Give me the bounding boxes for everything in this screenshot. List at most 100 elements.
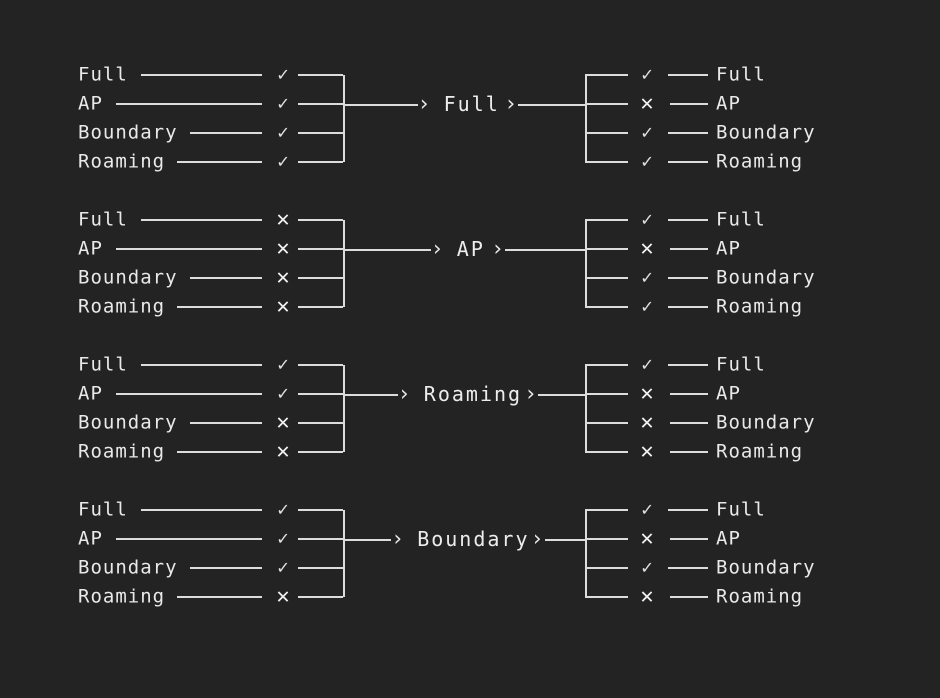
right-bracket-stub bbox=[585, 537, 628, 540]
input-label: AP bbox=[78, 92, 103, 114]
output-label: AP bbox=[716, 237, 741, 259]
output-row: ✕Roaming bbox=[636, 582, 940, 611]
left-bracket-stub bbox=[298, 305, 343, 308]
cross-icon: ✕ bbox=[640, 90, 654, 116]
right-bracket-spine bbox=[585, 219, 587, 307]
right-bracket-stub bbox=[585, 421, 628, 424]
check-icon: ✓ bbox=[277, 556, 289, 578]
left-bracket-stub bbox=[298, 595, 343, 598]
output-label: Roaming bbox=[716, 440, 804, 462]
left-bracket-stub bbox=[298, 566, 343, 569]
left-bracket-stub bbox=[298, 160, 343, 163]
transition-group: Full✓AP✓Boundary✓Roaming✕›Boundary›✓Full… bbox=[0, 495, 940, 625]
input-connector-line bbox=[177, 305, 262, 308]
check-icon: ✓ bbox=[641, 353, 653, 375]
output-connector-line bbox=[670, 102, 708, 105]
cross-icon: ✕ bbox=[276, 409, 290, 435]
transition-group: Full✕AP✕Boundary✕Roaming✕›AP›✓Full✕AP✓Bo… bbox=[0, 205, 940, 335]
input-label: Boundary bbox=[78, 411, 178, 433]
cross-icon: ✕ bbox=[276, 264, 290, 290]
output-connector-line bbox=[670, 421, 708, 424]
arrow-tail-icon: › bbox=[504, 91, 518, 115]
output-row: ✕ AP bbox=[636, 234, 940, 263]
left-bracket-spine bbox=[343, 509, 345, 597]
output-row: ✓Roaming bbox=[636, 147, 940, 176]
input-label: AP bbox=[78, 527, 103, 549]
input-row: Roaming✕ bbox=[78, 292, 348, 321]
right-bracket-stub bbox=[585, 102, 628, 105]
right-bracket-stub bbox=[585, 218, 628, 221]
cross-icon: ✕ bbox=[640, 380, 654, 406]
input-connector-line bbox=[189, 276, 262, 279]
transition-group: Full✓AP✓Boundary✕Roaming✕›Roaming›✓Full✕… bbox=[0, 350, 940, 480]
input-row: Boundary ✕ bbox=[78, 408, 348, 437]
cross-icon: ✕ bbox=[276, 235, 290, 261]
transition-arrow-line bbox=[343, 393, 398, 396]
output-label: Full bbox=[716, 353, 766, 375]
right-bracket-stub bbox=[585, 73, 628, 76]
left-bracket-spine bbox=[343, 74, 345, 162]
input-connector-line bbox=[140, 73, 262, 76]
output-label: Boundary bbox=[716, 121, 816, 143]
input-connector-line bbox=[189, 566, 262, 569]
right-bracket-stub bbox=[585, 392, 628, 395]
input-connector-line bbox=[116, 537, 262, 540]
output-label: Full bbox=[716, 63, 766, 85]
check-icon: ✓ bbox=[277, 382, 289, 404]
check-icon: ✓ bbox=[641, 295, 653, 317]
output-connector-line bbox=[668, 160, 708, 163]
arrow-tail-icon: › bbox=[524, 381, 537, 405]
cross-icon: ✕ bbox=[276, 206, 290, 232]
cross-icon: ✕ bbox=[276, 583, 290, 609]
input-row: Full✓ bbox=[78, 495, 348, 524]
check-icon: ✓ bbox=[277, 63, 289, 85]
transition-arrow-line bbox=[343, 103, 418, 106]
cross-icon: ✕ bbox=[640, 583, 654, 609]
check-icon: ✓ bbox=[277, 150, 289, 172]
left-bracket-stub bbox=[298, 392, 343, 395]
transition-arrow-line-right bbox=[544, 538, 585, 541]
check-icon: ✓ bbox=[277, 498, 289, 520]
left-bracket-spine bbox=[343, 364, 345, 452]
transition-arrow-line-right bbox=[518, 103, 585, 106]
input-label: Roaming bbox=[78, 150, 166, 172]
input-connector-line bbox=[177, 595, 262, 598]
left-bracket-stub bbox=[298, 131, 343, 134]
input-row: Boundary ✕ bbox=[78, 263, 348, 292]
input-label: Boundary bbox=[78, 266, 178, 288]
right-bracket-spine bbox=[585, 364, 587, 452]
output-row: ✓ Full bbox=[636, 350, 940, 379]
output-label: Roaming bbox=[716, 150, 804, 172]
output-row: ✓Full bbox=[636, 495, 940, 524]
input-row: Roaming✕ bbox=[78, 582, 348, 611]
output-label: Roaming bbox=[716, 295, 804, 317]
input-row: Roaming ✓ bbox=[78, 147, 348, 176]
cross-icon: ✕ bbox=[640, 235, 654, 261]
output-row: ✓ Full bbox=[636, 205, 940, 234]
right-bracket-stub bbox=[585, 131, 628, 134]
right-bracket-stub bbox=[585, 160, 628, 163]
transition-state-label: Boundary bbox=[417, 526, 530, 551]
input-label: Full bbox=[78, 208, 128, 230]
output-label: Boundary bbox=[716, 411, 816, 433]
output-connector-line bbox=[668, 131, 708, 134]
output-connector-line bbox=[670, 247, 708, 250]
input-row: Roaming✕ bbox=[78, 437, 348, 466]
input-row: Full✓ bbox=[78, 60, 348, 89]
right-bracket-stub bbox=[585, 247, 628, 250]
input-row: AP✓ bbox=[78, 524, 348, 553]
left-bracket-stub bbox=[298, 537, 343, 540]
input-row: Full✓ bbox=[78, 350, 348, 379]
right-bracket-spine bbox=[585, 74, 587, 162]
output-label: Full bbox=[716, 208, 766, 230]
output-connector-line bbox=[668, 276, 708, 279]
input-row: AP✓ bbox=[78, 89, 348, 118]
arrow-head-icon: › bbox=[391, 526, 404, 550]
input-label: Boundary bbox=[78, 121, 178, 143]
output-row: ✕Roaming bbox=[636, 437, 940, 466]
input-label: Roaming bbox=[78, 440, 166, 462]
input-connector-line bbox=[116, 392, 262, 395]
check-icon: ✓ bbox=[641, 208, 653, 230]
transition-arrow-line-right bbox=[538, 393, 585, 396]
